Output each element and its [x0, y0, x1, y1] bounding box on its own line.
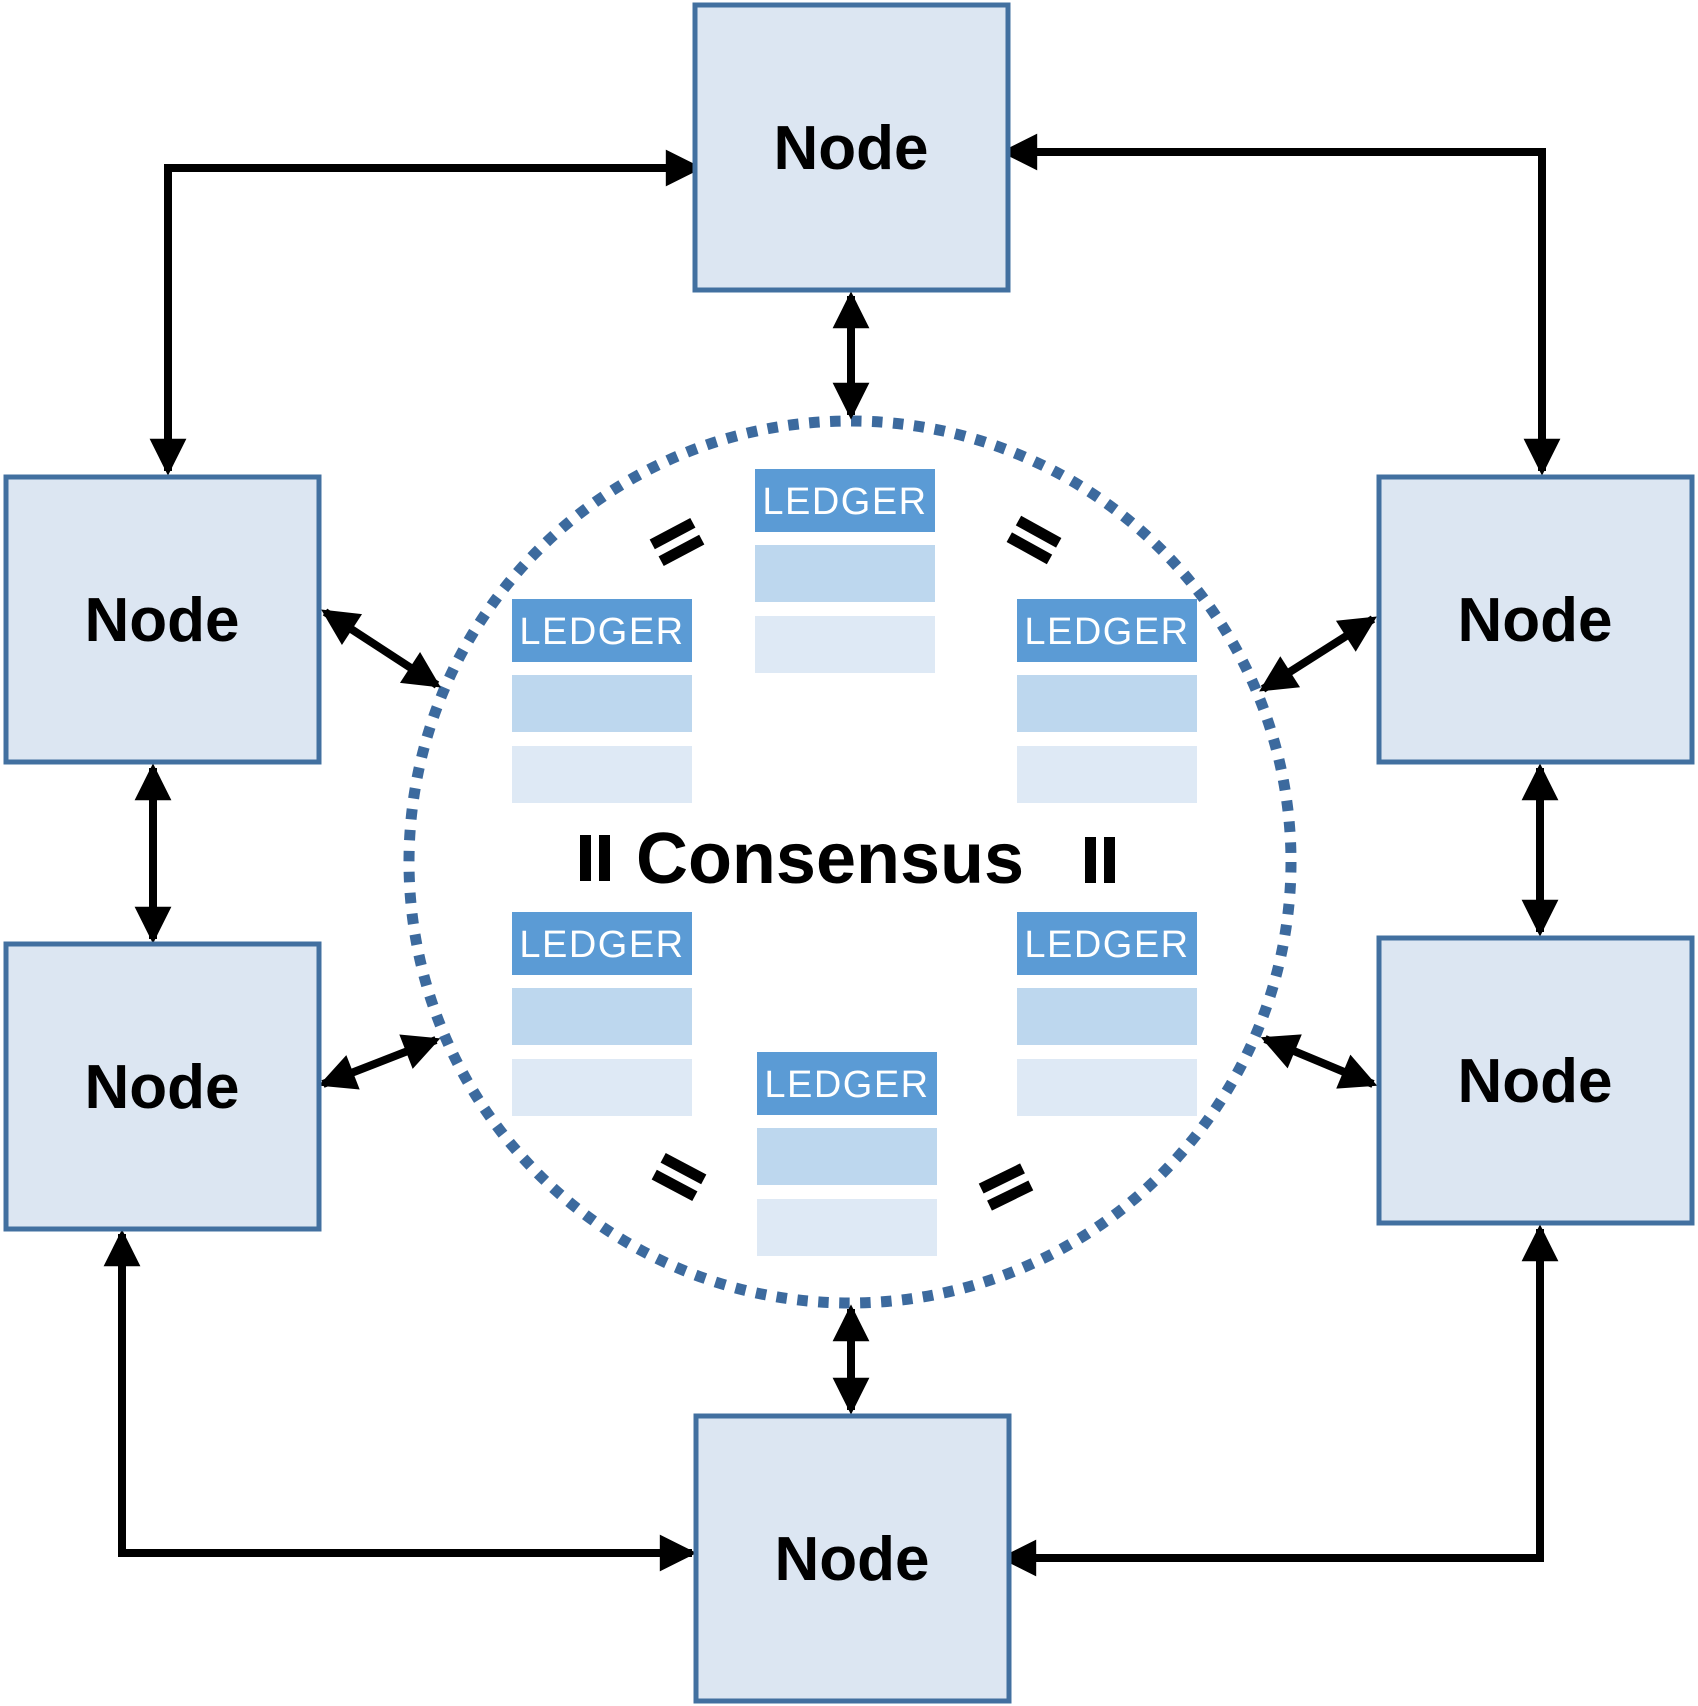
node-label: Node [85, 586, 240, 655]
ledger-header-bar [512, 912, 692, 975]
node-label: Node [1458, 586, 1613, 655]
node-box [692, 2, 1011, 293]
ledger-bottom: LEDGER [757, 1052, 937, 1256]
ledger-label: LEDGER [1024, 611, 1189, 653]
ledger-row [512, 675, 692, 732]
node-label: Node [774, 114, 929, 183]
arrow-elbow-bottom-right [999, 1224, 1559, 1577]
ledger-row [1017, 675, 1197, 732]
consensus-title: Consensus [636, 819, 1024, 899]
ledger-row [512, 988, 692, 1045]
ledger-row [757, 1199, 937, 1256]
node-bottom: Node [693, 1413, 1012, 1704]
node-upper-left: Node [3, 474, 322, 765]
ledger-header-bar [757, 1052, 937, 1115]
ledger-row [755, 616, 935, 673]
arrow-elbow-top-right [1000, 133, 1561, 476]
equals-icon [649, 517, 705, 567]
ledger-header-bar [755, 469, 935, 532]
arrow-upper-right-node-to-ring [1259, 615, 1377, 693]
node-box [3, 474, 322, 765]
ledger-header-bar [512, 599, 692, 662]
ledger-header-bar [1017, 912, 1197, 975]
node-box [1376, 474, 1695, 765]
node-lower-left: Node [3, 941, 322, 1232]
ledger-lower-right: LEDGER [1017, 912, 1197, 1116]
ledger-label: LEDGER [1024, 924, 1189, 966]
ledger-label: LEDGER [764, 1064, 929, 1106]
ledger-row [1017, 988, 1197, 1045]
ledger-row [755, 545, 935, 602]
node-box [3, 941, 322, 1232]
node-label: Node [1458, 1047, 1613, 1116]
equals-icon [651, 1152, 707, 1202]
ledger-row [1017, 1059, 1197, 1116]
ledger-upper-left: LEDGER [512, 599, 692, 803]
node-lower-right: Node [1376, 935, 1695, 1226]
arrow-lower-left-node-to-ring [318, 1034, 441, 1090]
equals-icon [1085, 837, 1115, 883]
node-label: Node [85, 1053, 240, 1122]
ledger-row [1017, 746, 1197, 803]
ledger-row [512, 746, 692, 803]
ledger-label: LEDGER [519, 924, 684, 966]
ledger-row [757, 1128, 937, 1185]
equals-icon [978, 1163, 1034, 1211]
arrow-upper-left-node-to-ring [321, 608, 441, 689]
node-label: Node [775, 1525, 930, 1594]
ledger-row [512, 1059, 692, 1116]
arrow-lower-right-node-to-ring [1260, 1034, 1378, 1089]
consensus-ring-dotted-circle [403, 415, 1297, 1309]
arrow-elbow-bottom-left [103, 1229, 697, 1572]
equals-icon [580, 835, 610, 881]
node-upper-right: Node [1376, 474, 1695, 765]
ledger-lower-left: LEDGER [512, 912, 692, 1116]
ledger-label: LEDGER [519, 611, 684, 653]
arrow-elbow-top-left [149, 149, 703, 476]
node-box [693, 1413, 1012, 1704]
equals-icon [1006, 515, 1062, 565]
ledger-label: LEDGER [762, 481, 927, 523]
node-top: Node [692, 2, 1011, 293]
node-box [1376, 935, 1695, 1226]
ledger-top: LEDGER [755, 469, 935, 673]
ledger-header-bar [1017, 599, 1197, 662]
ledger-upper-right: LEDGER [1017, 599, 1197, 803]
